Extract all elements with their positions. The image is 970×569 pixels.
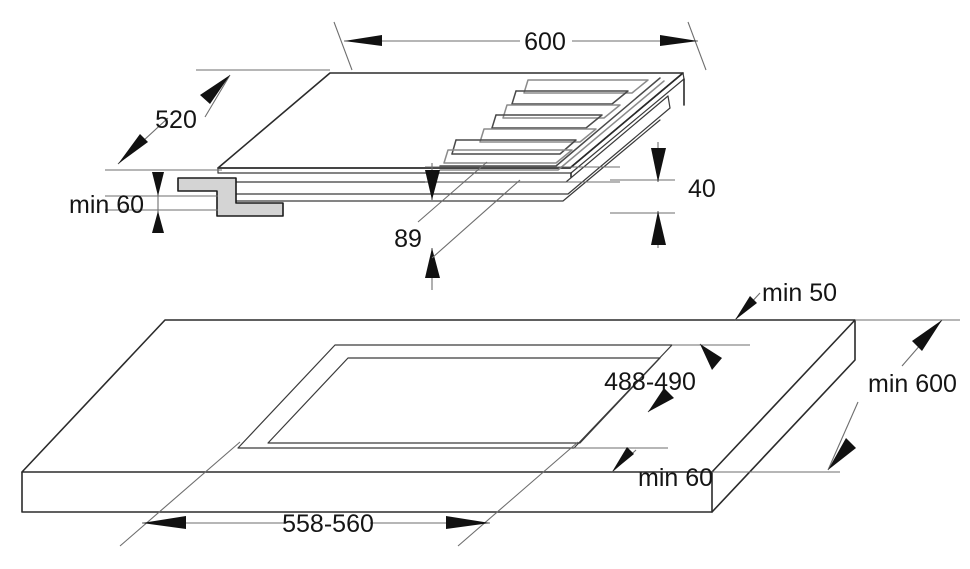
label-bracket-clearance: min 60 bbox=[69, 191, 144, 219]
dimension-hob-body-depth: 89 bbox=[394, 161, 620, 290]
dimension-worktop-depth: min 600 bbox=[712, 319, 960, 473]
worktop-slab bbox=[21, 319, 856, 513]
hob-assembly-view: 600 520 min 60 bbox=[69, 21, 716, 290]
dimension-hob-depth: 520 bbox=[105, 69, 330, 171]
burner-grate-detail bbox=[439, 77, 665, 171]
dimension-cutout-width: 558-560 bbox=[119, 441, 579, 547]
mounting-bracket-clip bbox=[177, 177, 284, 217]
dimension-cutout-depth: 488-490 bbox=[574, 343, 750, 449]
dimension-hob-body-height: 40 bbox=[610, 142, 716, 248]
label-rear-clearance: min 50 bbox=[762, 279, 837, 307]
label-hob-body-height: 40 bbox=[688, 175, 716, 203]
dimension-rear-clearance: min 50 bbox=[734, 279, 837, 321]
label-hob-body-depth: 89 bbox=[394, 225, 422, 253]
label-worktop-depth: min 600 bbox=[868, 370, 957, 398]
label-cutout-width: 558-560 bbox=[282, 510, 374, 538]
label-cutout-depth: 488-490 bbox=[604, 368, 696, 396]
dimension-hob-width: 600 bbox=[333, 21, 707, 71]
label-front-clearance: min 60 bbox=[638, 464, 713, 492]
worktop-cutout bbox=[237, 344, 673, 449]
dimension-front-clearance: min 60 bbox=[611, 447, 713, 492]
label-hob-width: 600 bbox=[524, 28, 566, 56]
label-hob-depth: 520 bbox=[155, 106, 197, 134]
worktop-cutout-view: min 50 488-490 min 600 min 60 bbox=[21, 279, 960, 547]
dimension-bracket-clearance: min 60 bbox=[69, 169, 218, 233]
hob-top-plate bbox=[217, 72, 685, 202]
